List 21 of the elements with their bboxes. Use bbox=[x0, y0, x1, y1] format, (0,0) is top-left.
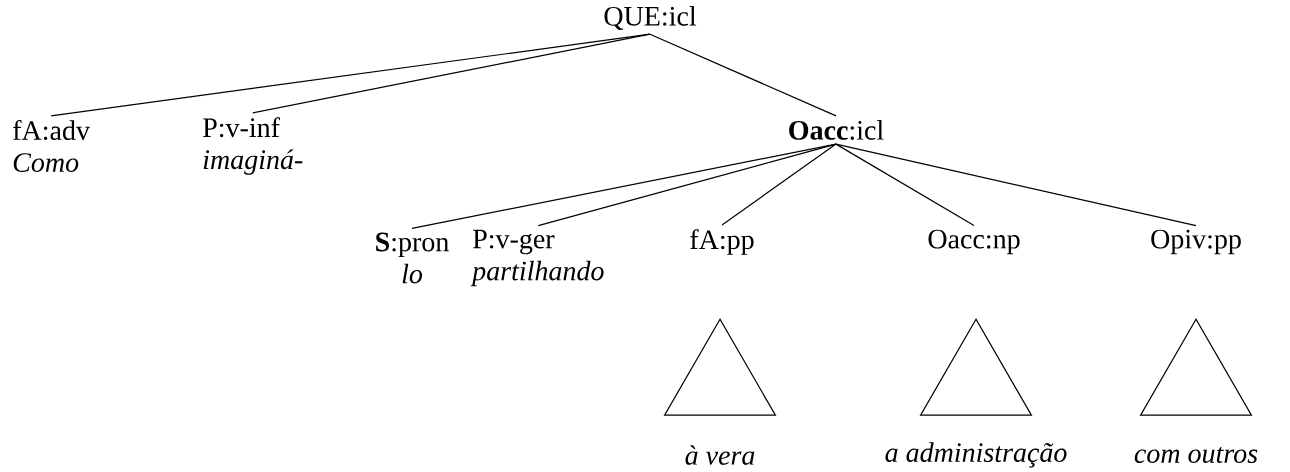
subtree-triangle bbox=[919, 318, 1033, 416]
word-label: a administração bbox=[885, 442, 1067, 468]
tree-label: fA:adv Como bbox=[13, 120, 90, 172]
tree-label: S:pron lo bbox=[376, 232, 449, 284]
tree-branch bbox=[649, 33, 837, 117]
tree-label: fA:pp bbox=[690, 229, 754, 255]
tree-label: P:v-inf imaginá- bbox=[203, 117, 303, 175]
tree-label: Oacc:np bbox=[928, 229, 1020, 255]
tree-label: QUE:icl bbox=[604, 6, 697, 30]
tree-branch bbox=[835, 143, 975, 227]
tree-branch bbox=[537, 143, 837, 227]
tree-label: P:v-ger partilhando bbox=[470, 229, 604, 287]
tree-branch bbox=[835, 143, 1197, 227]
tree-branch bbox=[721, 143, 837, 226]
word-label: à vera bbox=[685, 445, 755, 465]
word-label: com outros bbox=[1134, 446, 1258, 464]
tree-label: Oacc:icl bbox=[789, 120, 884, 140]
tree-branch bbox=[252, 33, 651, 114]
subtree-triangle bbox=[1139, 318, 1253, 416]
subtree-triangle bbox=[663, 318, 777, 416]
tree-label: Opiv:pp bbox=[1151, 229, 1241, 255]
